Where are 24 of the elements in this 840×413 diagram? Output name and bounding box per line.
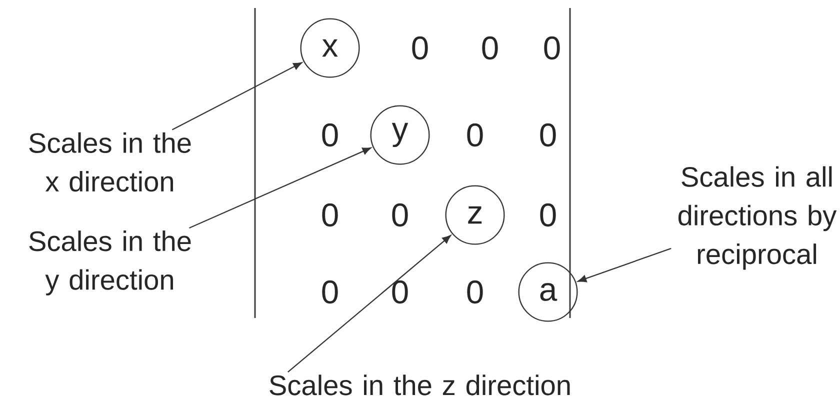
- matrix-entry: 0: [467, 123, 483, 147]
- matrix-entry: 0: [540, 203, 556, 227]
- matrix-entry: 0: [467, 280, 483, 304]
- circled-entry: x: [300, 18, 360, 78]
- annotation-text: Scales in the x direction: [29, 132, 191, 192]
- matrix-entry: 0: [412, 36, 428, 60]
- annotation-text: Scales in the y direction: [29, 230, 191, 296]
- matrix-entry: 0: [540, 123, 556, 147]
- matrix-entry: 0: [482, 36, 498, 60]
- matrix-entry: 0: [322, 203, 338, 227]
- circled-entry: y: [370, 105, 430, 165]
- circled-entry: a: [518, 262, 578, 322]
- arrow: [188, 147, 372, 229]
- arrow: [172, 62, 302, 130]
- matrix-entry: 0: [392, 203, 408, 227]
- annotation-text: Scales in all directions by reciprocal: [678, 166, 837, 270]
- arrow: [288, 235, 452, 373]
- matrix-entry: 0: [392, 280, 408, 304]
- matrix-entry: 0: [544, 36, 560, 60]
- annotation-text: Scales in the z direction: [270, 374, 570, 396]
- circled-entry: z: [445, 185, 505, 245]
- matrix-entry: 0: [322, 280, 338, 304]
- arrow: [578, 248, 672, 282]
- matrix-entry: 0: [322, 123, 338, 147]
